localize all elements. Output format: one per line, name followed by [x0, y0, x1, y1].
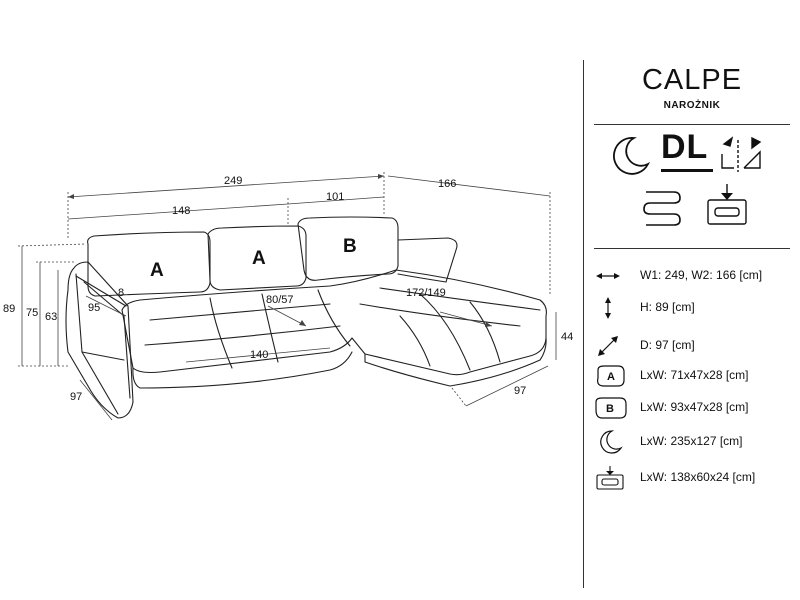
dim-section-right: 101 — [326, 191, 344, 203]
spec-row-depth: D: 97 [cm] — [594, 334, 794, 358]
spec-text: D: 97 [cm] — [640, 338, 695, 352]
spec-row-width: W1: 249, W2: 166 [cm] — [594, 264, 794, 288]
dim-side-width: 166 — [438, 178, 456, 190]
spec-text: LxW: 93x47x28 [cm] — [640, 400, 749, 414]
depth-arrows-icon — [598, 336, 618, 356]
spec-text: LxW: 71x47x28 [cm] — [640, 368, 749, 382]
sleep-moon-icon — [600, 430, 623, 454]
dim-depth-left: 97 — [70, 391, 82, 403]
spec-text: W1: 249, W2: 166 [cm] — [640, 268, 763, 282]
dim-section-left: 148 — [172, 205, 190, 217]
cushion-a-icon: A — [597, 365, 625, 387]
dim-seat-depth: 80/57 — [266, 294, 294, 306]
product-title: CALPE — [641, 64, 743, 96]
panel-divider-middle — [594, 248, 790, 249]
corner-orientation-icon — [721, 136, 762, 172]
spec-row-cushion-a: A LxW: 71x47x28 [cm] — [594, 364, 794, 388]
spec-text: LxW: 235x127 [cm] — [640, 434, 743, 448]
storage-container-icon — [707, 184, 747, 225]
spec-row-sleeping-area: LxW: 235x127 [cm] — [594, 430, 794, 454]
cushion-label: A — [150, 260, 164, 281]
dim-height-arm: 63 — [45, 311, 57, 323]
orientation-underline — [661, 169, 713, 172]
orientation-code: DL — [661, 128, 709, 166]
spec-text: H: 89 [cm] — [640, 300, 695, 314]
spec-row-cushion-b: B LxW: 93x47x28 [cm] — [594, 396, 794, 420]
sofa-drawing: 249 166 148 101 89 75 63 8 95 80/57 140 … — [3, 172, 573, 421]
spec-text: LxW: 138x60x24 [cm] — [640, 470, 756, 484]
svg-text:B: B — [606, 403, 614, 415]
dim-arm-depth: 95 — [88, 302, 100, 314]
dim-height-back: 75 — [26, 307, 38, 319]
spec-row-storage: LxW: 138x60x24 [cm] — [594, 466, 794, 490]
dim-arm-width: 8 — [118, 287, 124, 299]
spec-row-height: H: 89 [cm] — [594, 296, 794, 320]
dim-total-width: 249 — [224, 175, 242, 187]
panel-divider — [583, 60, 584, 588]
sleep-function-icon — [613, 137, 651, 175]
svg-text:A: A — [607, 371, 615, 383]
cushion-label: B — [343, 236, 357, 257]
dim-height-total: 89 — [3, 303, 15, 315]
dim-depth-right: 97 — [514, 385, 526, 397]
panel-divider-top — [594, 124, 790, 125]
cushion-b-icon: B — [595, 397, 627, 419]
height-arrows-icon — [605, 297, 611, 319]
storage-box-icon — [596, 466, 624, 490]
width-arrows-icon — [596, 273, 620, 279]
spring-icon — [643, 191, 681, 226]
product-subtitle: NAROŻNIK — [663, 100, 721, 111]
dim-chaise-length: 172/149 — [406, 287, 446, 299]
dim-seat-width: 140 — [250, 349, 268, 361]
dim-chaise-height: 44 — [561, 331, 573, 343]
cushion-label: A — [252, 248, 266, 269]
